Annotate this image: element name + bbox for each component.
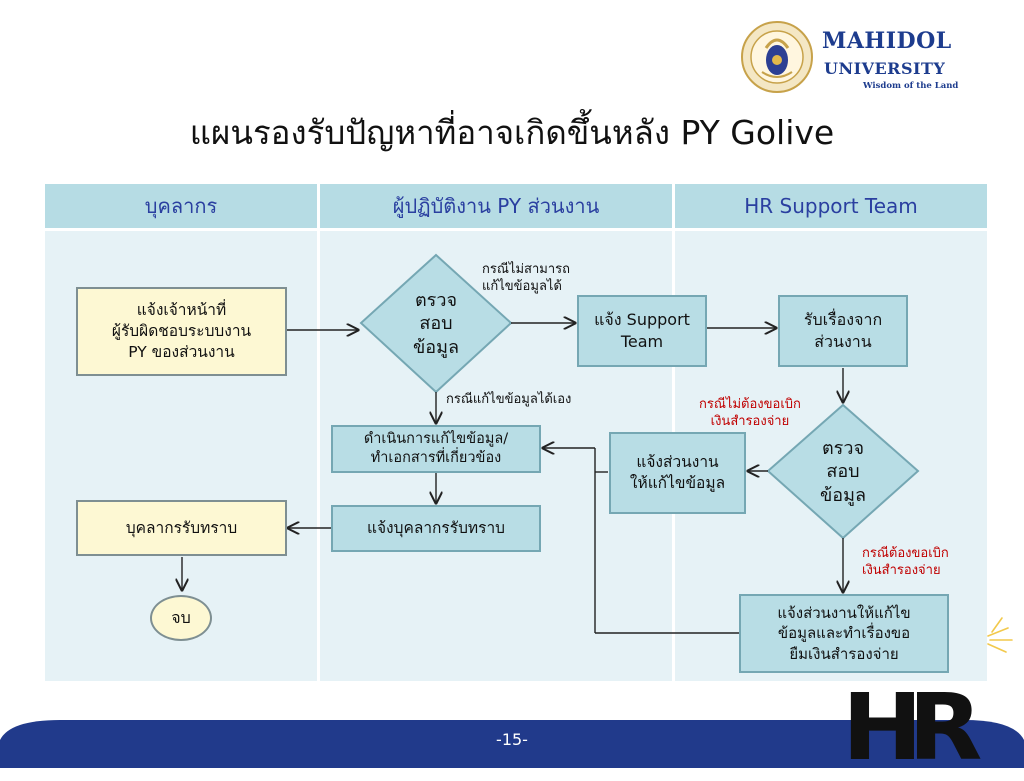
box-receive-issue: รับเรื่องจาก ส่วนงาน: [778, 295, 908, 367]
university-motto: Wisdom of the Land: [863, 81, 959, 91]
mahidol-logo: MAHIDOL UNIVERSITY Wisdom of the Land: [738, 18, 963, 100]
lane-header-hr-support: HR Support Team: [675, 184, 987, 228]
university-subtitle: UNIVERSITY: [824, 59, 946, 78]
slide-title: แผนรองรับปัญหาที่อาจเกิดขึ้นหลัง PY Goli…: [189, 113, 835, 152]
end-terminal: จบ: [150, 595, 212, 641]
page-number: -15-: [496, 730, 528, 749]
hr-mark-logo: HR: [842, 674, 983, 781]
box-notify-unit-advance: แจ้งส่วนงานให้แก้ไข ข้อมูลและทำเรื่องขอ …: [739, 594, 949, 673]
box-fix-data: ดำเนินการแก้ไขข้อมูล/ ทำเอกสารที่เกี่ยวข…: [331, 425, 541, 473]
note-need-advance: กรณีต้องขอเบิก เงินสำรองจ่าย: [862, 546, 949, 578]
box-notify-staff: แจ้งบุคลากรรับทราบ: [331, 505, 541, 552]
sun-rays-icon: [987, 617, 1013, 653]
note-can-fix: กรณีแก้ไขข้อมูลได้เอง: [446, 392, 572, 407]
box-check-data-2: ตรวจ สอบ ข้อมูล: [819, 437, 866, 506]
box-notify-support: แจ้ง Support Team: [577, 295, 707, 367]
box-staff-acknowledge: บุคลากรรับทราบ: [76, 500, 287, 556]
note-cannot-fix: กรณีไม่สามารถ แก้ไขข้อมูลได้: [482, 262, 570, 294]
box-notify-unit-fix: แจ้งส่วนงาน ให้แก้ไขข้อมูล: [609, 432, 746, 514]
mahidol-seal-icon: [741, 21, 813, 93]
box-notify-officer: แจ้งเจ้าหน้าที่ ผู้รับผิดชอบระบบงาน PY ข…: [76, 287, 287, 376]
box-check-data-1: ตรวจ สอบ ข้อมูล: [412, 289, 459, 358]
lane-header-staff: บุคลากร: [45, 184, 317, 228]
footer-band: [0, 720, 1024, 768]
lane-header-unit-py: ผู้ปฏิบัติงาน PY ส่วนงาน: [320, 184, 672, 228]
note-no-advance: กรณีไม่ต้องขอเบิก เงินสำรองจ่าย: [699, 397, 801, 429]
university-name: MAHIDOL: [822, 28, 952, 54]
